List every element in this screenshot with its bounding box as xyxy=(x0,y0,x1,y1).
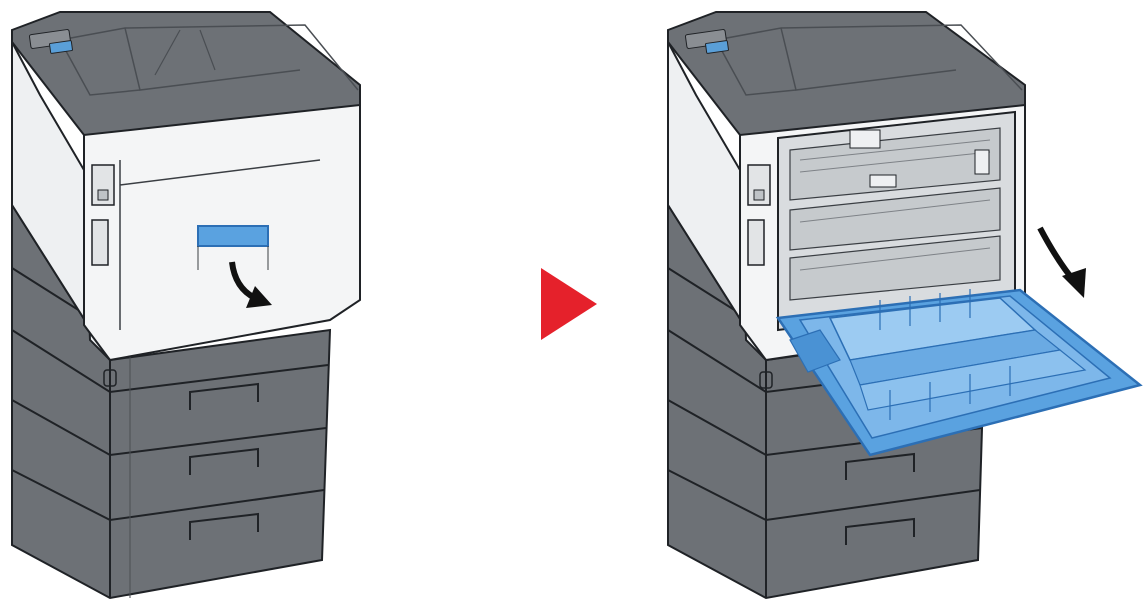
printer-cover-opened xyxy=(667,11,1143,600)
tray-handle-2 xyxy=(189,447,259,475)
tray-handle-3 xyxy=(189,512,259,540)
tray-handle-3 xyxy=(845,517,915,545)
rear-cover-opened xyxy=(775,288,1143,457)
tray-handle-2 xyxy=(845,452,915,480)
play-triangle-icon xyxy=(541,268,597,340)
paper-tray-stack xyxy=(11,201,332,600)
tray-handle-1 xyxy=(189,382,259,410)
internal-paper-path xyxy=(777,110,1016,332)
printer-body xyxy=(11,11,361,362)
rear-cover-handle xyxy=(197,225,269,247)
printer-cover-closed xyxy=(11,11,361,600)
